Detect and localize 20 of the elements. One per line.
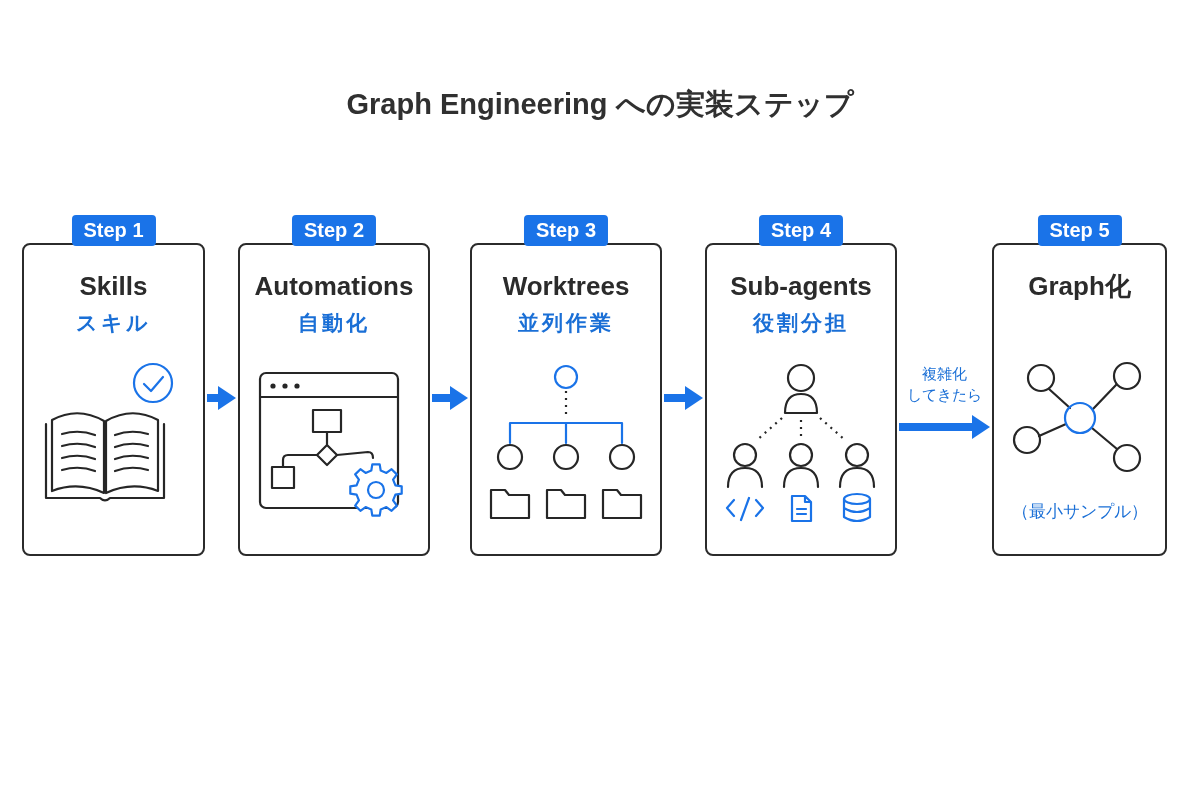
- arrow: [664, 386, 703, 410]
- arrow: [207, 386, 236, 410]
- step-title: Worktrees: [502, 270, 630, 303]
- arrow: [899, 415, 990, 439]
- step-subtitle: スキル: [76, 310, 151, 336]
- step-badge: Step 2: [292, 215, 376, 246]
- step-badge: Step 4: [759, 215, 843, 246]
- step-title: Skills: [79, 270, 148, 303]
- step-badge: Step 3: [524, 215, 608, 246]
- step-badge: Step 1: [71, 215, 156, 246]
- step-title: Automations: [254, 270, 414, 303]
- step-subtitle: 自動化: [298, 310, 370, 336]
- arrow: [432, 386, 468, 410]
- step-title: Sub-agents: [730, 270, 872, 303]
- diagram-title: Graph Engineering への実装ステップ: [346, 87, 854, 122]
- step-subtitle: 役割分担: [753, 310, 849, 336]
- step-badge: Step 5: [1037, 215, 1122, 246]
- step-subtitle: 並列作業: [518, 310, 614, 336]
- step-title: Graph化: [1028, 270, 1131, 303]
- step-note: （最小サンプル）: [1011, 501, 1148, 523]
